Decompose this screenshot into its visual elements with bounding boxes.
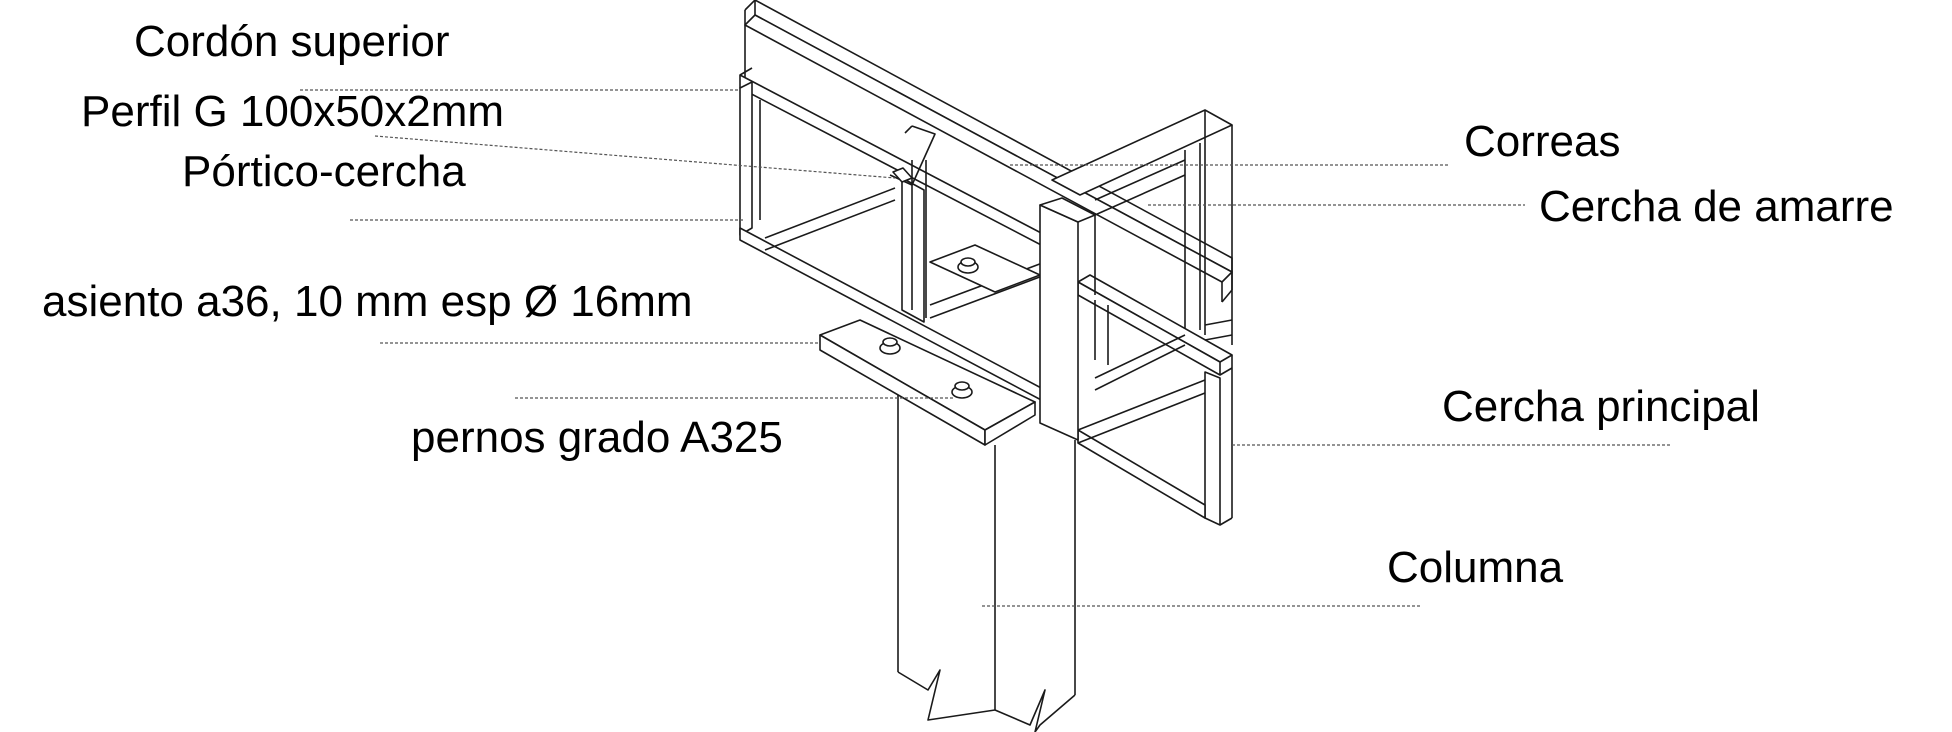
label-columna: Columna [1387, 543, 1564, 592]
columna [897, 197, 1096, 732]
cercha-principal [1077, 274, 1233, 526]
label-cercha-principal: Cercha principal [1442, 382, 1760, 431]
label-asiento: asiento a36, 10 mm esp Ø 16mm [42, 277, 693, 326]
bolts [879, 257, 979, 399]
label-correas: Correas [1464, 117, 1621, 166]
portico-cercha-frame [739, 67, 1046, 403]
leader-perfil-g [374, 135, 896, 179]
label-pernos: pernos grado A325 [411, 413, 783, 462]
label-perfil-g: Perfil G 100x50x2mm [81, 87, 505, 136]
asiento-plate [819, 244, 1041, 446]
cercha-de-amarre [1051, 109, 1233, 345]
label-cercha-amarre: Cercha de amarre [1539, 182, 1894, 231]
leader-lines [300, 89, 1670, 607]
label-cordon-superior: Cordón superior [134, 17, 450, 66]
label-portico-cercha: Pórtico-cercha [182, 147, 466, 196]
